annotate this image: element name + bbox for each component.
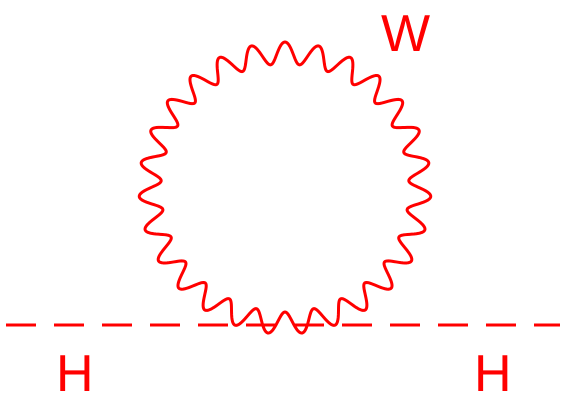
w-boson-label: W [381, 5, 430, 63]
w-boson-wavy-loop [137, 40, 433, 335]
higgs-label-right: H [474, 345, 512, 401]
higgs-label-left: H [56, 345, 94, 401]
